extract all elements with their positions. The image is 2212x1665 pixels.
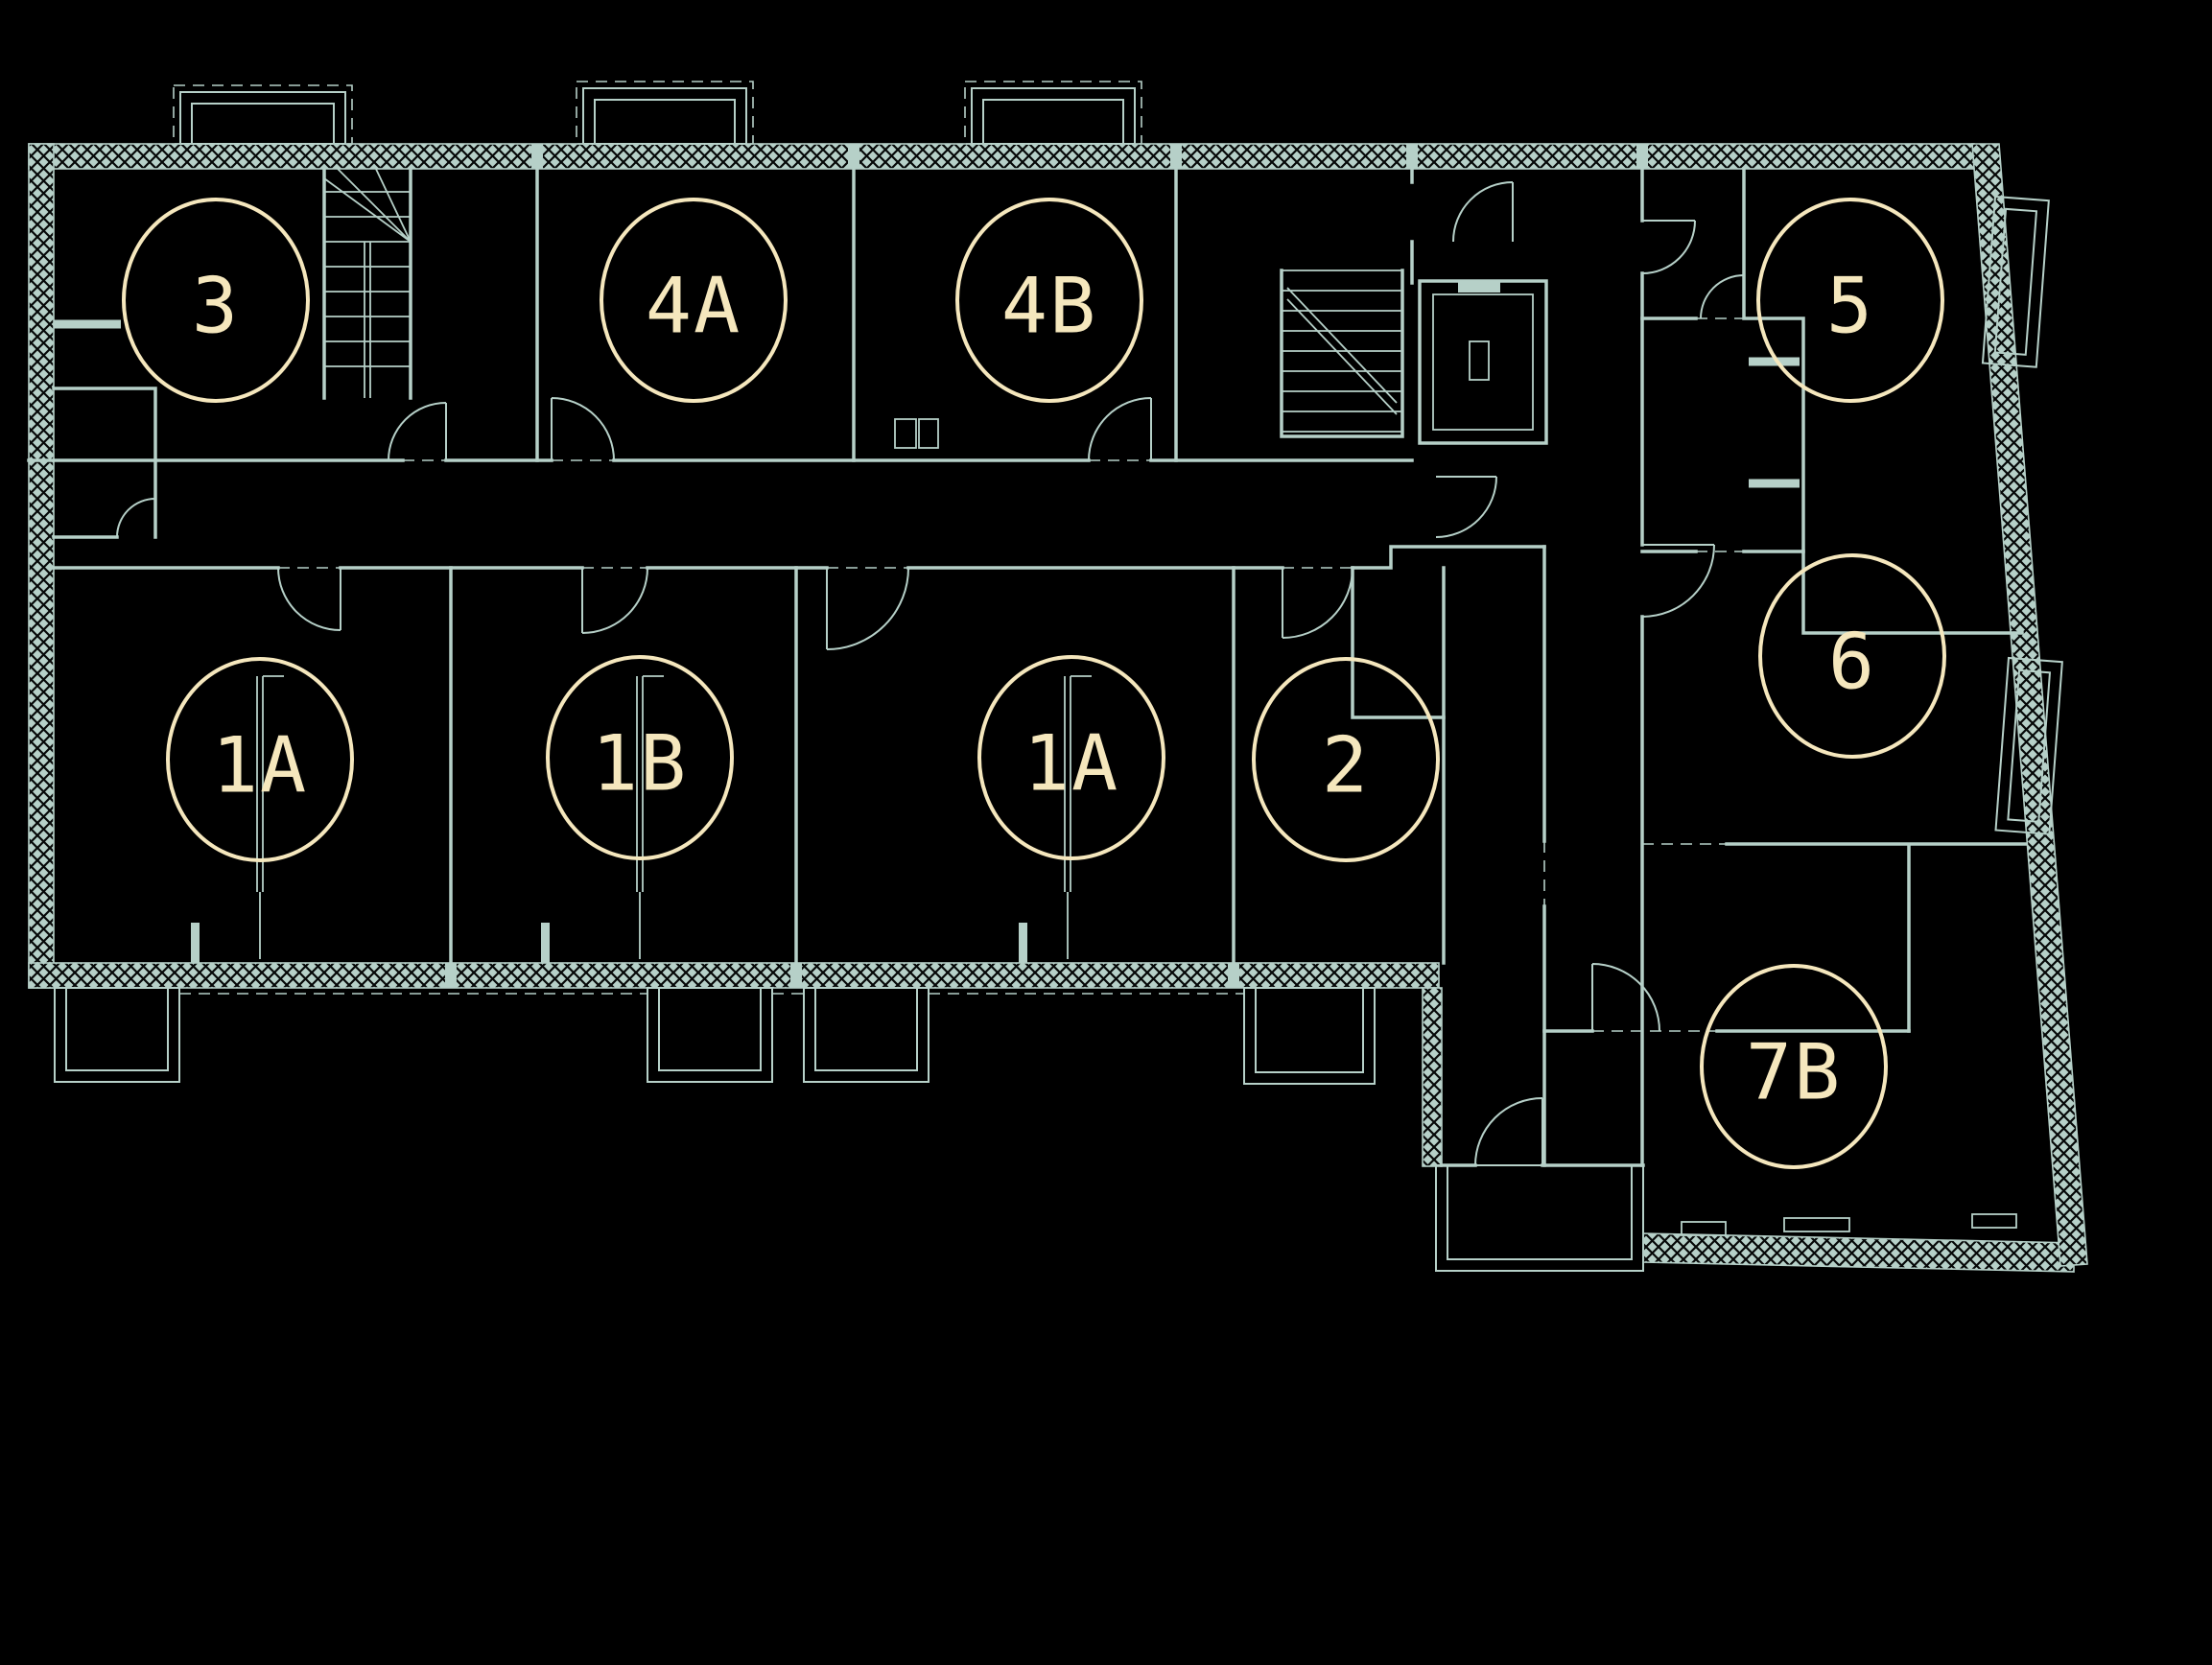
interior-walls — [27, 167, 2028, 1236]
unit-label: 1B — [592, 719, 688, 809]
staircase-main — [1280, 269, 1404, 438]
unit-label: 3 — [192, 262, 240, 351]
unit-label: 7B — [1746, 1028, 1842, 1117]
unit-label: 1A — [212, 721, 308, 810]
unit-marker-unit-5[interactable]: 5 — [1756, 198, 1944, 403]
unit-marker-unit-2[interactable]: 2 — [1252, 657, 1440, 862]
balcony — [1435, 1164, 1644, 1272]
staircase-unit3 — [323, 164, 412, 398]
unit-marker-unit-1a-west[interactable]: 1A — [166, 657, 354, 862]
unit-label: 4B — [1001, 262, 1097, 351]
balcony — [647, 987, 773, 1083]
unit-marker-unit-4b[interactable]: 4B — [955, 198, 1143, 403]
wall-wing-bottom — [1642, 1232, 2075, 1273]
balcony — [576, 81, 754, 145]
unit-circle — [1252, 657, 1440, 862]
unit-circle — [1700, 964, 1888, 1169]
balcony — [54, 987, 180, 1083]
unit-label: 4A — [646, 262, 741, 351]
balcony — [803, 987, 930, 1083]
balcony — [1243, 987, 1376, 1085]
dashed-lines — [179, 317, 1744, 1166]
elevator — [1418, 279, 1548, 445]
unit-marker-unit-1b[interactable]: 1B — [546, 655, 734, 860]
unit-circle — [166, 657, 354, 862]
unit-label: 5 — [1826, 262, 1874, 351]
unit-marker-unit-4a[interactable]: 4A — [600, 198, 788, 403]
outer-walls — [28, 143, 2088, 1273]
balcony — [1981, 195, 2050, 368]
balcony — [964, 81, 1142, 145]
wall-wing-right-diagonal — [1971, 143, 2088, 1267]
wall-bottom — [28, 962, 1440, 989]
unit-label: 6 — [1828, 618, 1876, 707]
balcony — [1994, 656, 2063, 835]
unit-marker-unit-7b[interactable]: 7B — [1700, 964, 1888, 1169]
unit-circle — [1758, 553, 1946, 759]
unit-circle — [955, 198, 1143, 403]
unit-circle — [546, 655, 734, 860]
unit-circle — [600, 198, 788, 403]
unit-marker-unit-3[interactable]: 3 — [122, 198, 310, 403]
unit-label: 2 — [1322, 721, 1370, 810]
doors — [116, 181, 1745, 1166]
wall-left — [28, 143, 55, 989]
unit-circle — [977, 655, 1165, 860]
unit-marker-unit-1a-east[interactable]: 1A — [977, 655, 1165, 860]
unit-circle — [1756, 198, 1944, 403]
unit-label: 1A — [1024, 719, 1119, 809]
unit-markers-layer: 3 4A 4B 5 1A 1B 1A 2 6 7B — [122, 198, 1946, 1169]
balcony — [173, 84, 353, 145]
unit-circle — [122, 198, 310, 403]
wall-top — [28, 143, 1975, 170]
wall-connector — [1422, 987, 1443, 1167]
unit-marker-unit-6[interactable]: 6 — [1758, 553, 1946, 759]
